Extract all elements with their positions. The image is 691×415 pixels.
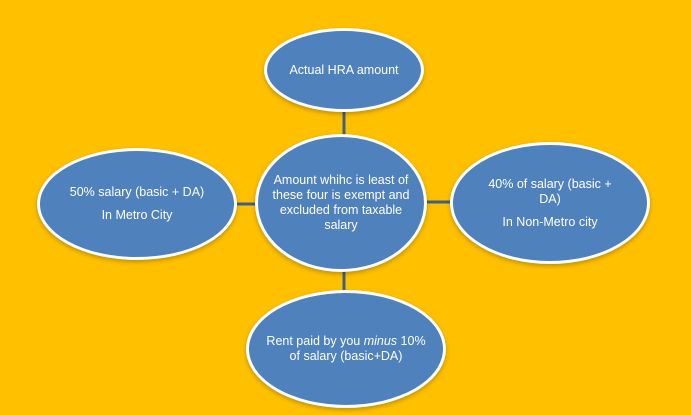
node-metro-city: 50% salary (basic + DA) In Metro City bbox=[37, 148, 237, 260]
node-center-text: Amount whihc is least of these four is e… bbox=[272, 173, 410, 232]
node-rent-paid-text: Rent paid by you minus 10% of salary (ba… bbox=[261, 334, 431, 364]
node-rent-paid-text-b: 10% of salary (basic+DA) bbox=[289, 334, 426, 363]
node-non-metro-line2: In Non-Metro city bbox=[502, 214, 598, 229]
node-actual-hra: Actual HRA amount bbox=[264, 28, 424, 112]
node-non-metro-line1: 40% of salary (basic + DA) bbox=[488, 176, 612, 206]
node-rent-paid-text-italic: minus bbox=[363, 334, 398, 348]
node-non-metro-city: 40% of salary (basic + DA) In Non-Metro … bbox=[450, 142, 650, 264]
node-center-rule: Amount whihc is least of these four is e… bbox=[255, 134, 427, 272]
node-actual-hra-text: Actual HRA amount bbox=[289, 62, 399, 77]
node-rent-paid: Rent paid by you minus 10% of salary (ba… bbox=[246, 290, 446, 408]
node-metro-line1: 50% salary (basic + DA) bbox=[69, 185, 205, 199]
node-rent-paid-text-a: Rent paid by you bbox=[266, 334, 364, 348]
node-metro-line2: In Metro City bbox=[101, 208, 173, 222]
